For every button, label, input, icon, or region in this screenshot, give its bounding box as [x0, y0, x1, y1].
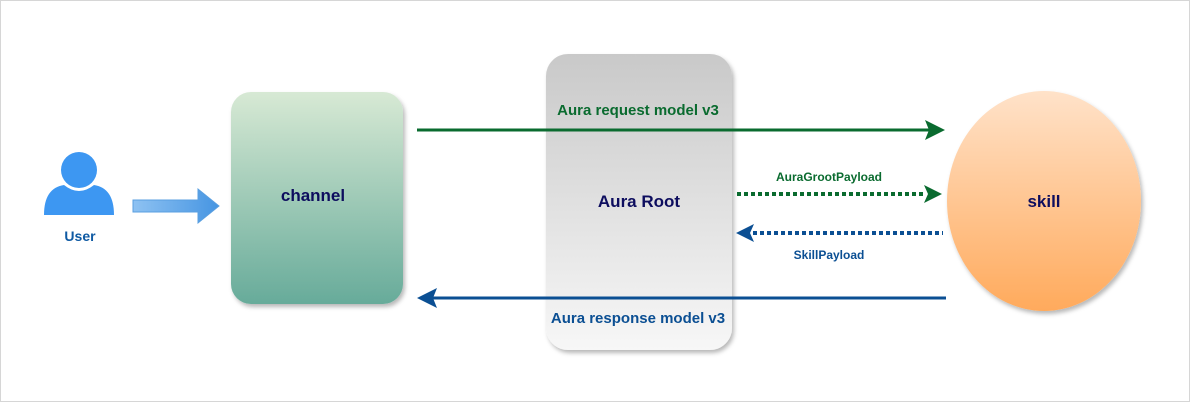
skill-label: skill: [1027, 192, 1060, 211]
user-icon: [44, 152, 114, 215]
channel-label: channel: [281, 186, 345, 205]
skill-payload-arrowhead: [736, 224, 754, 242]
response-edge: Aura response model v3: [417, 288, 946, 327]
response-label: Aura response model v3: [551, 310, 725, 327]
aura-root-label: Aura Root: [598, 192, 681, 211]
skill-payload-label: SkillPayload: [794, 248, 865, 262]
groot-payload-arrowhead: [924, 185, 942, 203]
request-arrowhead: [925, 120, 945, 140]
user-label: User: [64, 228, 96, 244]
skill-node: skill: [947, 91, 1141, 311]
user-node: User: [44, 152, 114, 244]
user-to-channel-arrow: [132, 187, 220, 225]
aura-root-node: Aura Root: [546, 54, 732, 350]
groot-payload-edge: AuraGrootPayload: [737, 170, 942, 203]
skill-payload-edge: SkillPayload: [736, 224, 943, 262]
request-edge: Aura request model v3: [417, 102, 945, 140]
response-arrowhead: [417, 288, 437, 308]
request-label: Aura request model v3: [557, 102, 719, 119]
groot-payload-label: AuraGrootPayload: [776, 170, 882, 184]
channel-node: channel: [231, 92, 403, 304]
